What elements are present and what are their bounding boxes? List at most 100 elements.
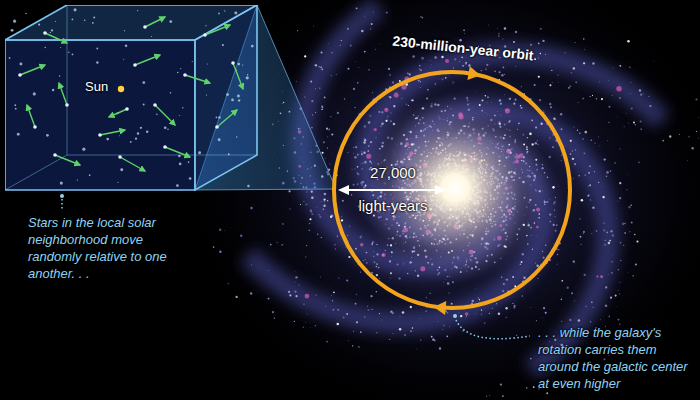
star-dot bbox=[419, 68, 420, 69]
star-dot bbox=[619, 282, 620, 283]
star-dot bbox=[550, 106, 552, 108]
star-dot bbox=[389, 339, 390, 340]
star-dot bbox=[376, 291, 377, 292]
star-dot bbox=[498, 33, 500, 35]
star-dot bbox=[347, 28, 349, 30]
star-dot bbox=[323, 205, 325, 207]
star-dot bbox=[619, 65, 621, 67]
star-dot bbox=[330, 116, 331, 117]
star-dot bbox=[420, 69, 422, 71]
star-dot bbox=[583, 38, 585, 40]
star-dot bbox=[696, 131, 697, 132]
star-dot bbox=[340, 45, 341, 46]
star-dot bbox=[317, 234, 319, 236]
star-dot bbox=[574, 126, 575, 127]
star-dot bbox=[591, 66, 593, 68]
star-dot bbox=[634, 234, 636, 236]
star-dot bbox=[323, 141, 325, 143]
star-dot bbox=[620, 242, 622, 244]
star-dot bbox=[332, 309, 334, 311]
star-dot bbox=[578, 319, 580, 321]
star-dot bbox=[581, 199, 584, 202]
star-dot bbox=[304, 322, 306, 324]
star-dot bbox=[503, 283, 505, 285]
star-dot bbox=[500, 383, 502, 385]
star-dot bbox=[565, 52, 566, 53]
star-dot bbox=[411, 61, 413, 63]
star-dot bbox=[501, 276, 502, 277]
star-dot bbox=[434, 56, 437, 59]
star-dot bbox=[534, 58, 536, 60]
star-dot bbox=[315, 112, 316, 113]
star-dot bbox=[591, 302, 592, 303]
star-dot bbox=[420, 339, 421, 340]
star-dot bbox=[351, 194, 352, 195]
star-dot bbox=[583, 233, 584, 234]
star-dot bbox=[360, 163, 361, 164]
star-dot bbox=[355, 146, 357, 148]
star-dot bbox=[489, 395, 490, 396]
galaxy-stars bbox=[213, 0, 700, 400]
star-dot bbox=[558, 81, 560, 83]
star-dot bbox=[695, 98, 697, 100]
star-dot bbox=[447, 312, 448, 313]
star-dot bbox=[346, 313, 348, 315]
star-dot bbox=[410, 330, 412, 332]
star-dot bbox=[624, 232, 626, 234]
star-dot bbox=[554, 201, 555, 202]
star-dot bbox=[390, 311, 392, 313]
star-dot bbox=[315, 64, 317, 66]
star-dot bbox=[368, 121, 370, 123]
star-dot bbox=[583, 152, 585, 154]
star-dot bbox=[381, 122, 384, 125]
star-dot bbox=[373, 11, 374, 12]
star-dot bbox=[363, 151, 365, 153]
star-dot bbox=[481, 314, 482, 315]
star-dot bbox=[352, 345, 353, 346]
star-dot bbox=[417, 315, 419, 317]
star-dot bbox=[585, 131, 588, 134]
star-dot bbox=[373, 256, 374, 257]
star-dot bbox=[549, 137, 550, 138]
star-dot bbox=[607, 140, 609, 142]
star-dot bbox=[294, 271, 296, 273]
star-dot bbox=[406, 103, 408, 105]
star-dot bbox=[489, 313, 490, 314]
star-dot bbox=[452, 81, 454, 83]
star-dot bbox=[619, 148, 620, 149]
star-dot bbox=[308, 229, 310, 231]
star-dot bbox=[627, 173, 629, 175]
star-dot bbox=[347, 235, 348, 236]
star-dot bbox=[614, 162, 616, 164]
star-dot bbox=[617, 200, 619, 202]
star-dot bbox=[492, 308, 493, 309]
star-dot bbox=[251, 264, 252, 265]
star-dot bbox=[619, 84, 621, 86]
star-dot bbox=[409, 73, 411, 75]
star-dot bbox=[362, 260, 364, 262]
star-dot bbox=[623, 245, 625, 247]
star-dot bbox=[582, 138, 584, 140]
star-dot bbox=[535, 126, 537, 128]
star-dot bbox=[590, 321, 592, 323]
star-dot bbox=[224, 230, 226, 232]
star-dot bbox=[495, 303, 497, 305]
star-dot bbox=[250, 207, 252, 209]
star-dot bbox=[619, 293, 620, 294]
star-dot bbox=[370, 28, 372, 30]
star-dot bbox=[366, 262, 368, 264]
star-dot bbox=[419, 318, 421, 320]
star-dot bbox=[609, 240, 611, 242]
star-dot bbox=[572, 158, 574, 160]
star-dot bbox=[648, 96, 649, 97]
star-dot bbox=[373, 251, 375, 253]
star-dot bbox=[589, 177, 591, 179]
star-dot bbox=[357, 143, 359, 145]
star-dot bbox=[322, 109, 323, 110]
star-dot bbox=[626, 189, 627, 190]
star-dot bbox=[318, 214, 320, 216]
star-dot bbox=[552, 187, 554, 189]
star-dot bbox=[306, 313, 307, 314]
star-dot bbox=[465, 63, 467, 65]
star-dot bbox=[608, 80, 610, 82]
